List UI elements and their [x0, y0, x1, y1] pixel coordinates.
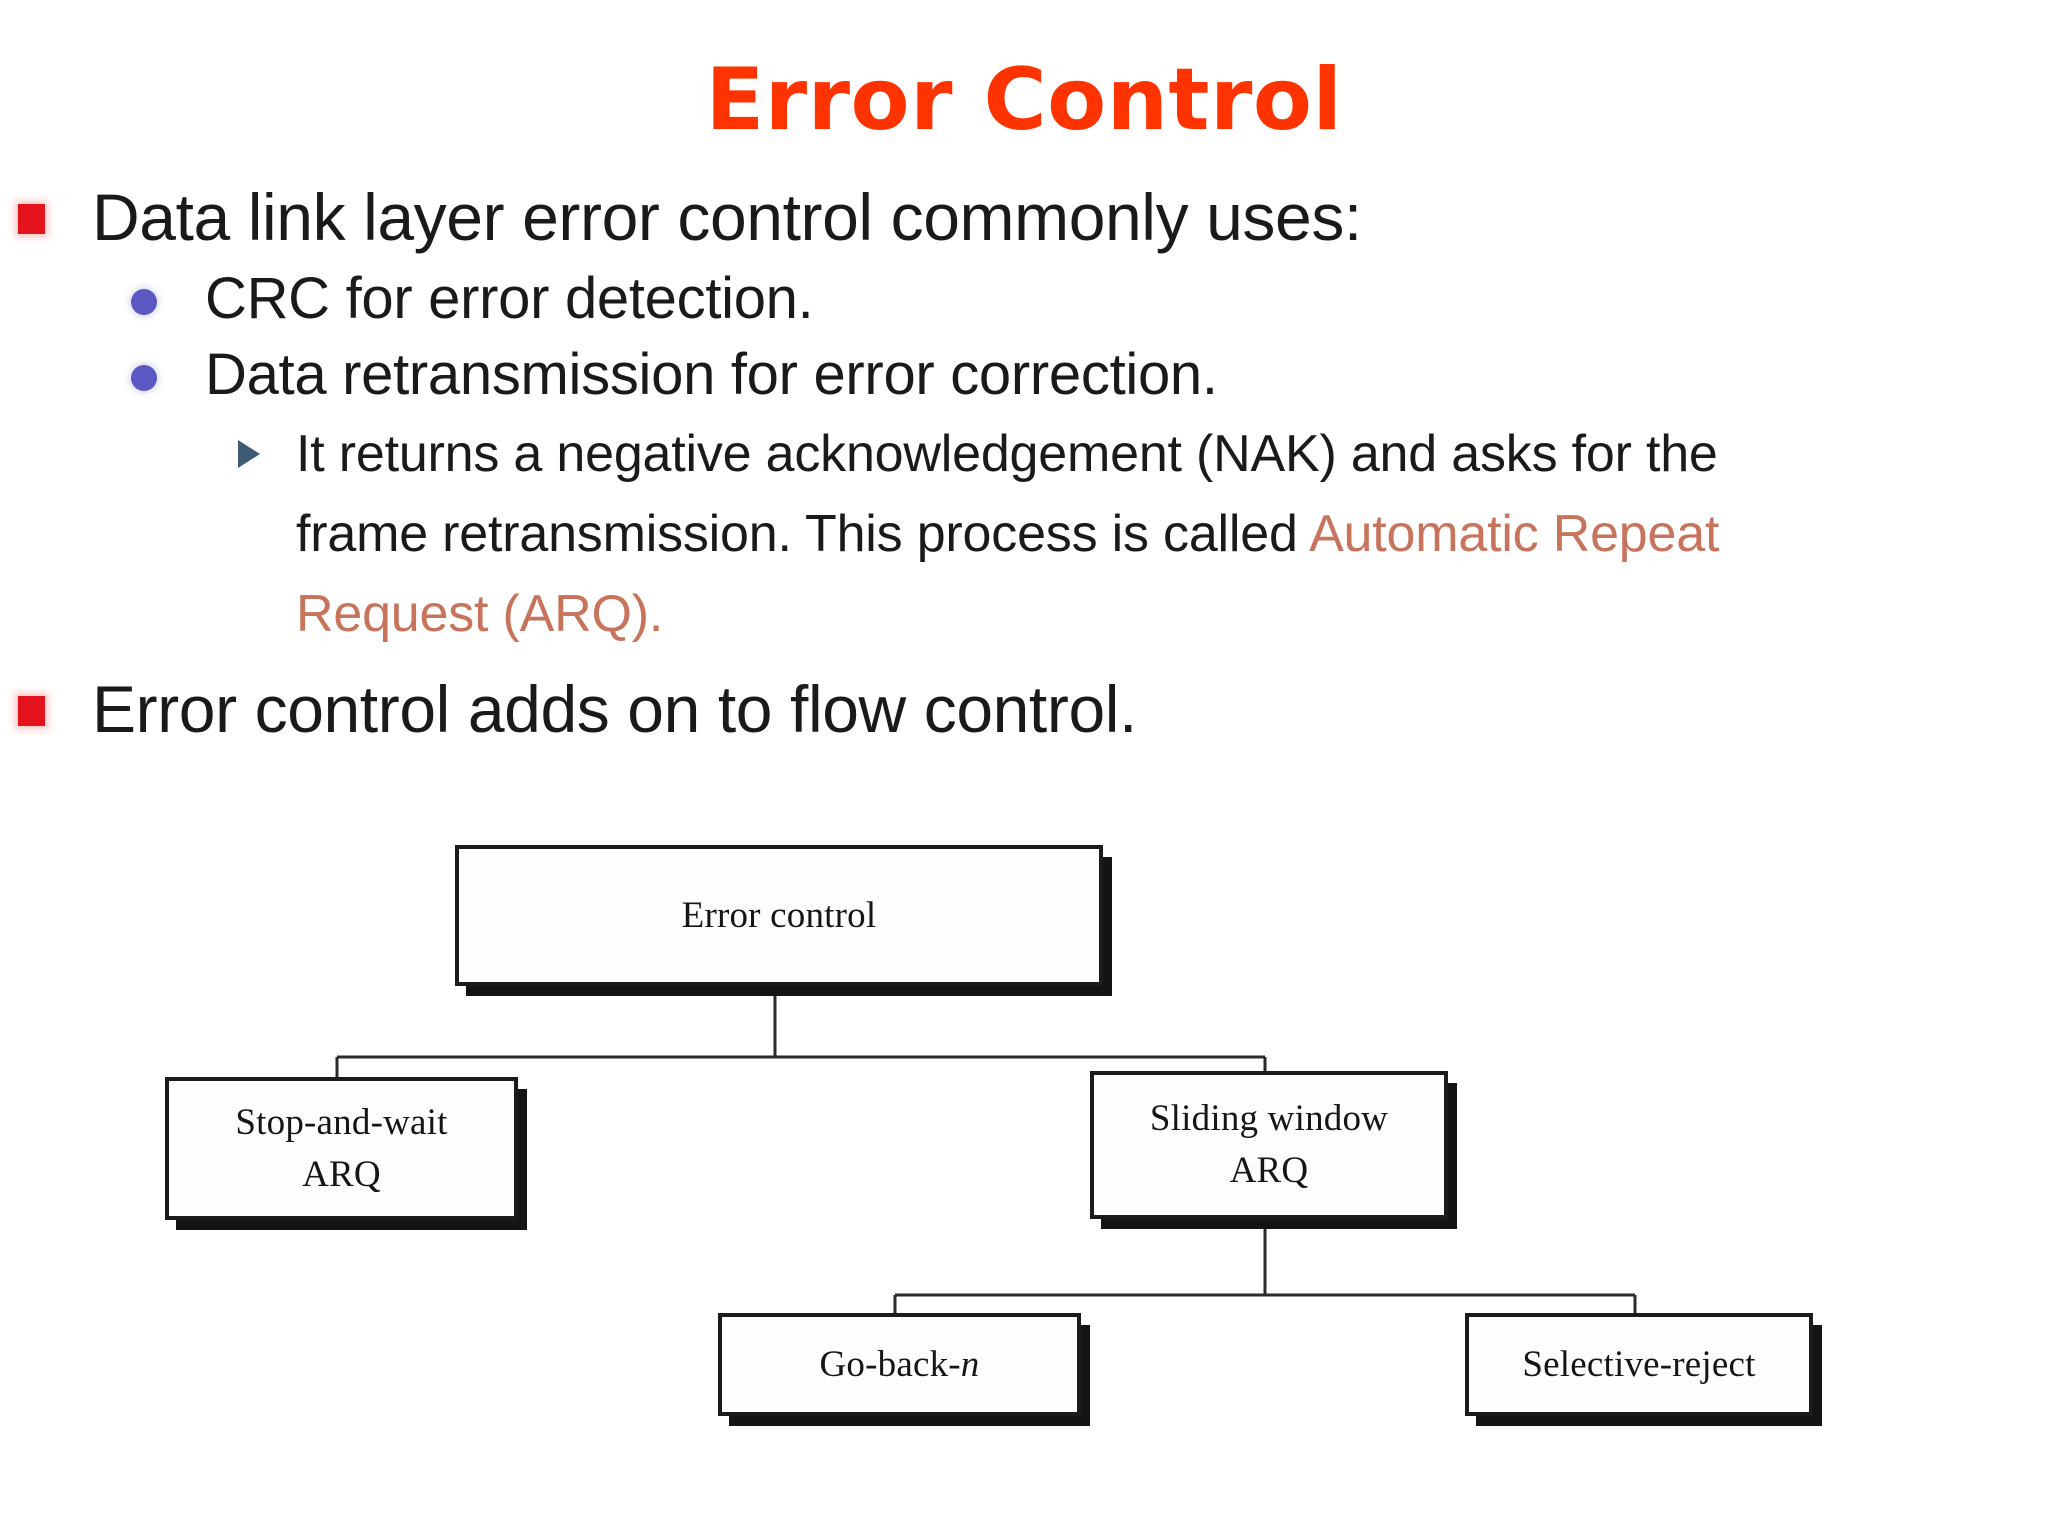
node-label: Error control	[681, 895, 877, 936]
diagram-node-go-back-n[interactable]: Go-back-n	[718, 1313, 1081, 1416]
bullet-level2-crc: CRC for error detection.	[0, 262, 2048, 336]
node-label-italic-n: n	[960, 1344, 980, 1385]
node-label: Selective-reject	[1522, 1344, 1756, 1385]
bullet-level1-flow-control: Error control adds on to flow control.	[0, 670, 2048, 748]
diagram-node-selective-reject[interactable]: Selective-reject	[1465, 1313, 1813, 1416]
circle-bullet-icon	[131, 365, 157, 391]
diagram-node-sliding-window-arq[interactable]: Sliding window ARQ	[1090, 1071, 1448, 1219]
bullet-text: Data link layer error control commonly u…	[92, 180, 1362, 254]
tree-connector-lines	[335, 985, 1637, 1313]
arq-highlight-text: Automatic Repeat Request (ARQ)	[296, 505, 1720, 643]
triangle-bullet-icon	[238, 440, 260, 468]
diagram-node-stop-and-wait-arq[interactable]: Stop-and-wait ARQ	[165, 1077, 518, 1220]
slide-body: Data link layer error control commonly u…	[0, 178, 2048, 754]
bullet-level2-retransmission: Data retransmission for error correction…	[0, 338, 2048, 412]
circle-bullet-icon	[131, 289, 157, 315]
node-label-line2: ARQ	[302, 1153, 381, 1195]
error-control-tree-diagram: Error control Stop-and-wait ARQ Sliding …	[0, 845, 2048, 1485]
bullet-level3-nak: It returns a negative acknowledgement (N…	[0, 414, 1856, 654]
diagram-node-error-control[interactable]: Error control	[455, 845, 1103, 986]
bullet-text-after: .	[648, 585, 664, 643]
node-label: Go-back-	[819, 1344, 961, 1385]
square-bullet-icon	[18, 204, 45, 234]
node-label-line1: Sliding window	[1149, 1098, 1389, 1139]
bullet-text: Data retransmission for error correction…	[205, 342, 1218, 407]
bullet-text-before: It returns a negative acknowledgement (N…	[296, 425, 1718, 563]
bullet-text: CRC for error detection.	[205, 266, 814, 331]
node-label-line2: ARQ	[1229, 1150, 1309, 1191]
bullet-level1-data-link: Data link layer error control commonly u…	[0, 178, 2048, 256]
node-label-line1: Stop-and-wait	[235, 1101, 448, 1143]
square-bullet-icon	[18, 696, 45, 726]
page-title: Error Control	[705, 50, 1343, 150]
bullet-text: Error control adds on to flow control.	[92, 672, 1137, 746]
